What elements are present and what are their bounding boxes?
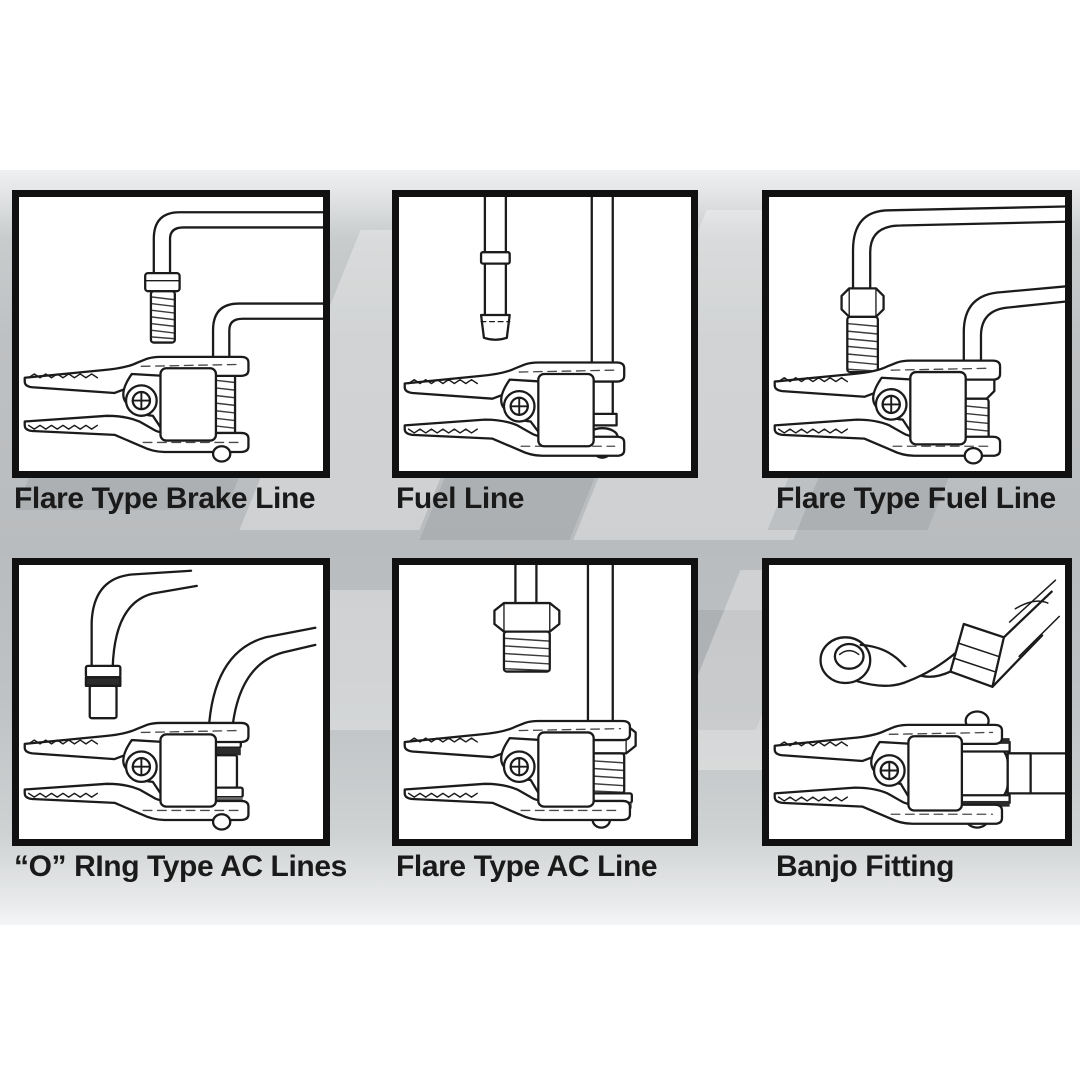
panel-flare-type-fuel-line: [762, 190, 1072, 478]
illustration-banjo-fitting: [773, 579, 1065, 829]
caption-fuel-line: Fuel Line: [396, 482, 525, 515]
panel-o-ring-type-ac-lines: [12, 558, 330, 846]
caption-flare-type-brake-line: Flare Type Brake Line: [14, 482, 316, 515]
illustration-fuel-line: [403, 197, 626, 459]
caption-flare-type-fuel-line: Flare Type Fuel Line: [776, 482, 1056, 515]
illustration-board: Flare Type Brake Line: [0, 170, 1080, 925]
panel-flare-type-ac-line: [392, 558, 698, 846]
panel-banjo-fitting: [762, 558, 1072, 846]
illustration-flare-type-fuel-line: [773, 205, 1065, 465]
illustration-o-ring-type-ac-lines: [23, 569, 317, 831]
caption-flare-type-ac-line: Flare Type AC Line: [396, 850, 658, 883]
panel-flare-type-brake-line: [12, 190, 330, 478]
illustration-flare-type-brake-line: [23, 211, 323, 463]
caption-o-ring-type-ac-lines: “O” RIng Type AC Lines: [14, 850, 347, 883]
caption-banjo-fitting: Banjo Fitting: [776, 850, 955, 883]
panel-fuel-line: [392, 190, 698, 478]
illustration-flare-type-ac-line: [403, 565, 637, 829]
